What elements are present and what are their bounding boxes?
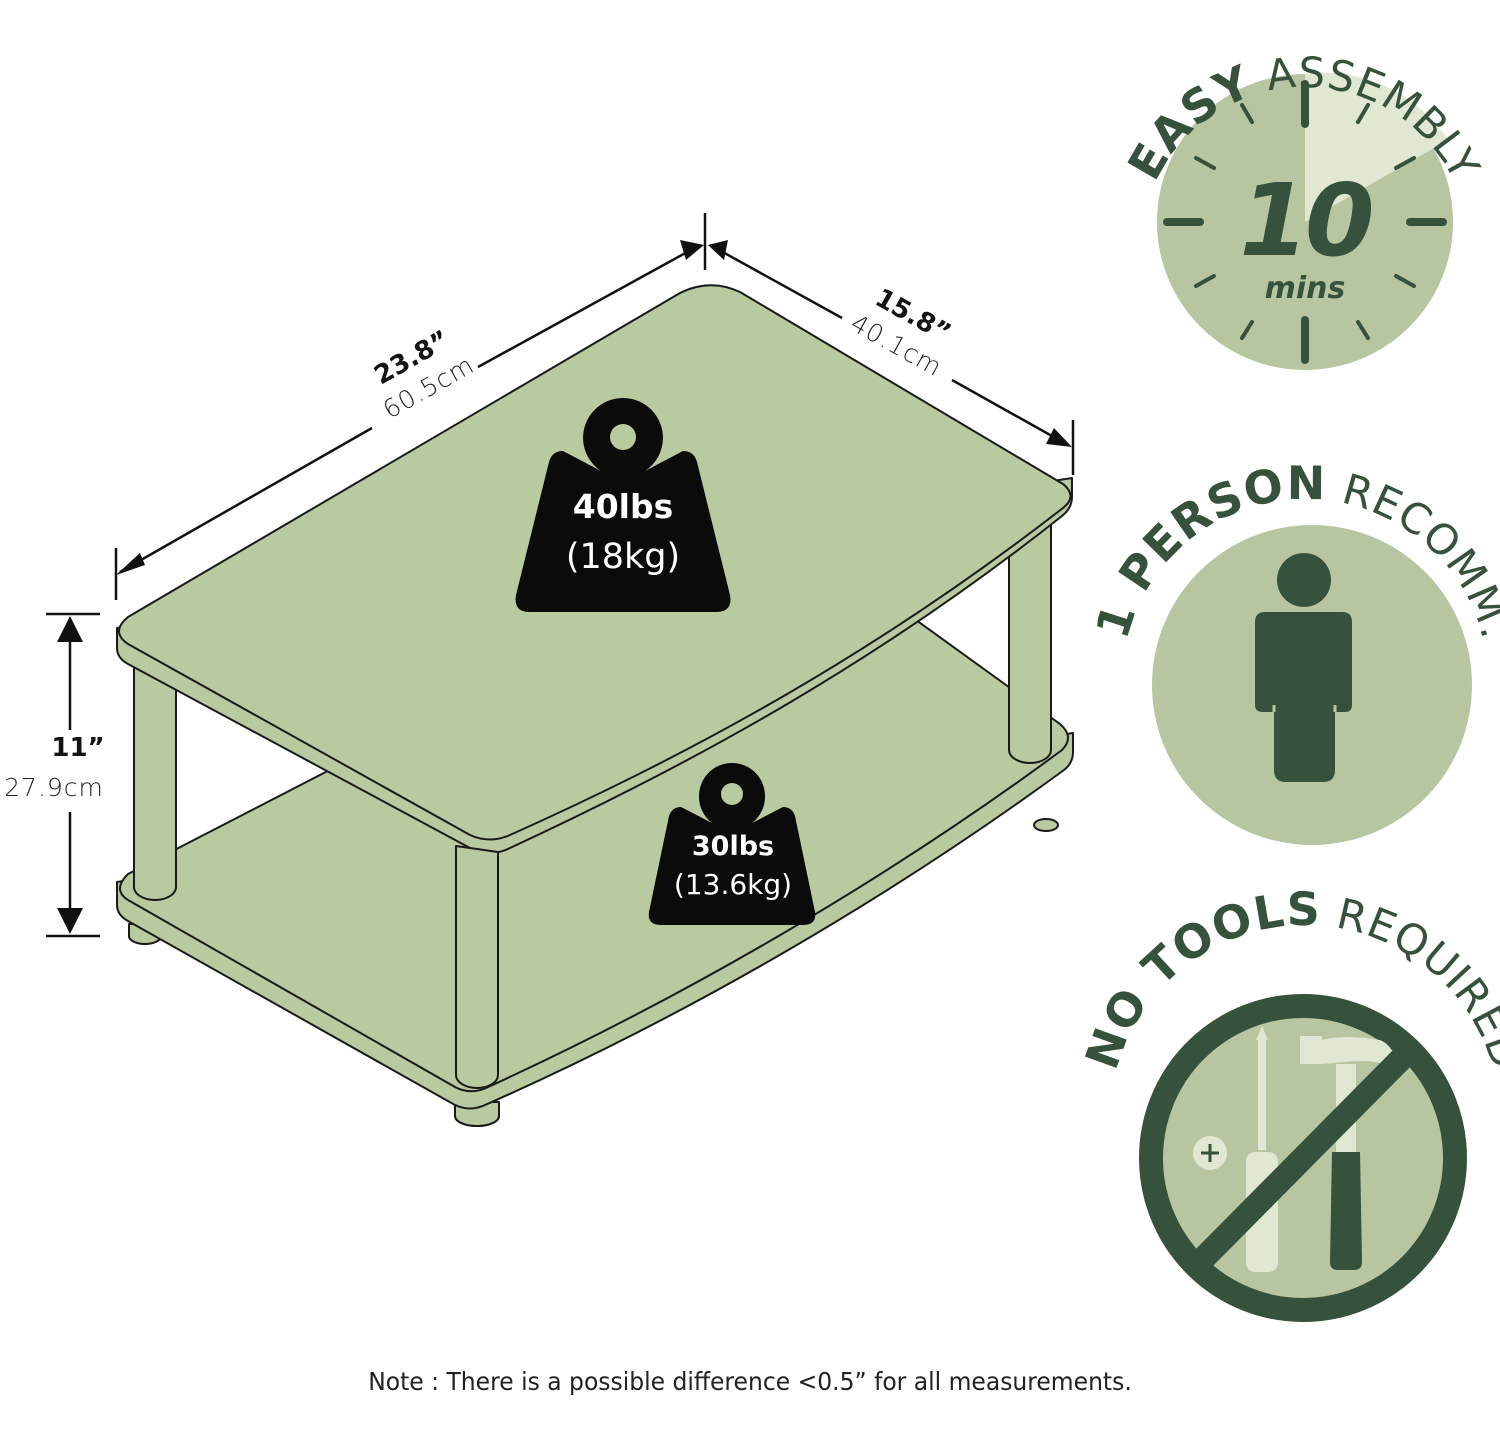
leg-front	[455, 845, 499, 1089]
weight-top-icon: 40lbs (18kg)	[515, 398, 731, 612]
person-icon	[1255, 553, 1352, 782]
dimension-arrowheads	[57, 240, 1072, 934]
height-imperial-label: 11”	[51, 733, 104, 763]
clock-ticks	[1163, 80, 1447, 364]
arrow-width-right	[680, 240, 704, 260]
assembly-badge: 10 mins EASYASSEMBLY	[1117, 48, 1489, 370]
arrow-depth-left	[708, 240, 728, 260]
leg-back-left	[133, 664, 177, 901]
weight-top-imperial: 40lbs	[573, 487, 674, 526]
prohibition-slash	[1187, 1041, 1419, 1275]
plus-icon	[1193, 1136, 1227, 1170]
weight-bottom-metric: (13.6kg)	[674, 868, 792, 901]
weight-top-metric: (18kg)	[566, 537, 680, 577]
table-illustration	[116, 284, 1074, 1127]
arrow-height-bottom	[57, 908, 83, 934]
arrow-height-top	[57, 616, 83, 642]
height-metric-label: 27.9cm	[4, 773, 104, 802]
measurement-note: Note : There is a possible difference <0…	[368, 1367, 1132, 1396]
assembly-time-number: 10	[1239, 162, 1372, 279]
assembly-time-unit: mins	[1265, 271, 1346, 306]
person-badge: 1 PERSONRECOMM.	[1085, 456, 1500, 845]
weight-bottom-imperial: 30lbs	[692, 831, 774, 862]
foot-back-right	[1033, 818, 1059, 832]
weight-bottom-icon: 30lbs (13.6kg)	[648, 763, 816, 925]
clock-highlight-wedge	[1305, 72, 1448, 222]
tools-badge: NO TOOLSREQUIRED	[1075, 882, 1500, 1322]
arrow-depth-right	[1046, 428, 1072, 447]
dimension-lines	[46, 213, 1075, 938]
leg-back-right	[1008, 519, 1052, 764]
arrow-width-left	[116, 553, 145, 575]
